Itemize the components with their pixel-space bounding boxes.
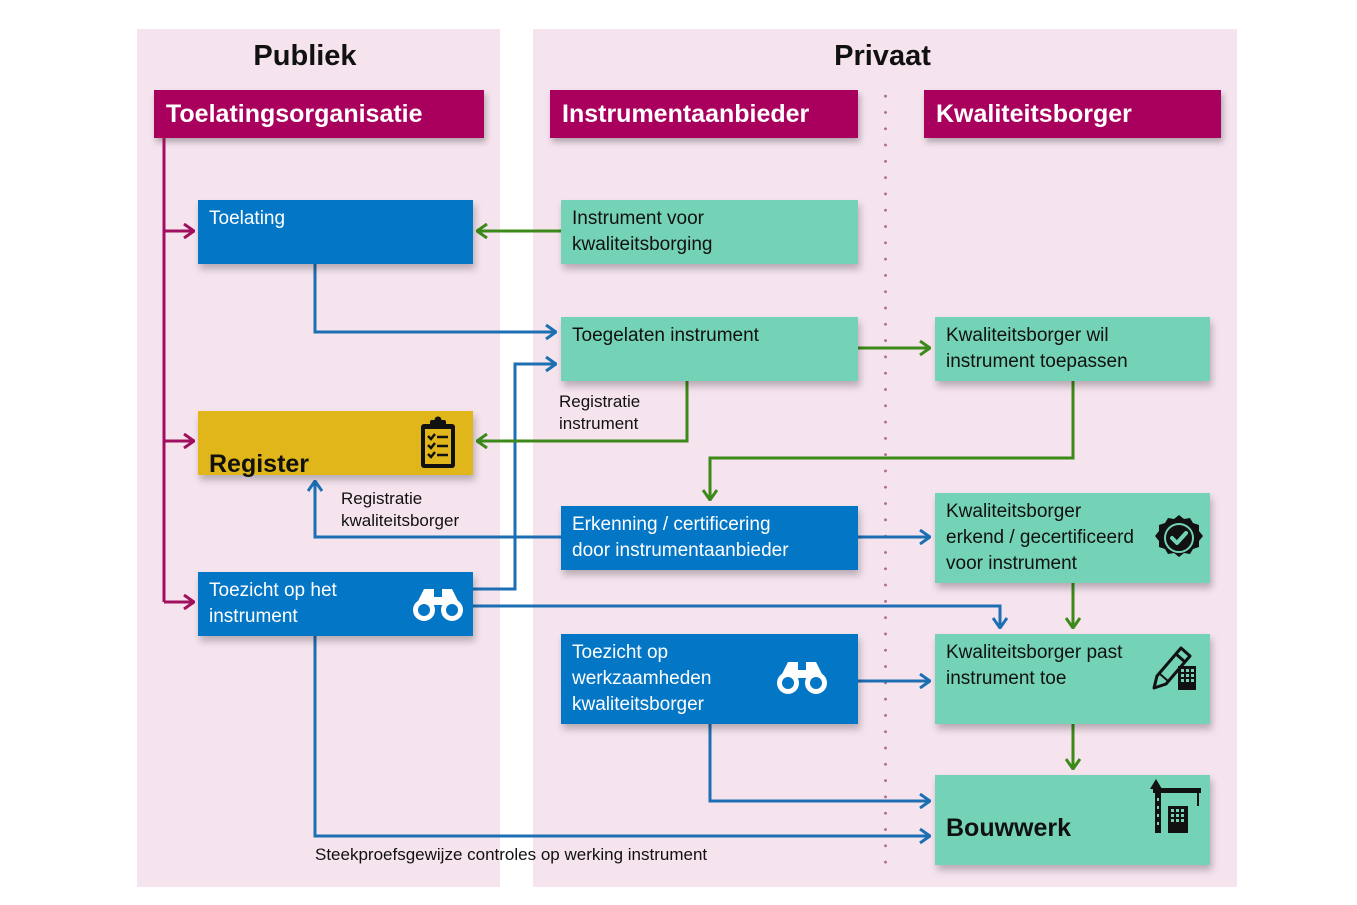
box-toelating: Toelating [198,200,473,264]
label-registratie-kwaliteitsborger: Registratie kwaliteitsborger [341,489,460,530]
pencil-building-icon [1152,646,1196,690]
box-register-label: Register [209,450,310,478]
binoculars-icon [777,662,827,694]
header-instrumentaanbieder: Instrumentaanbieder [550,90,858,138]
box-bouwwerk-label: Bouwwerk [946,814,1072,842]
box-kwaliteitsborger-past-toe: Kwaliteitsborger past instrument toe [935,634,1210,724]
certified-badge-icon [1155,515,1203,557]
box-toegelaten-instrument: Toegelaten instrument [561,317,858,381]
label-steekproefsgewijze-controles: Steekproefsgewijze controles op werking … [315,845,708,864]
box-erkenning-certificering: Erkenning / certificering door instrumen… [561,506,858,570]
column-title-public: Publiek [253,40,357,72]
column-title-private: Privaat [834,40,931,72]
box-kwaliteitsborger-wil: Kwaliteitsborger wil instrument toepasse… [935,317,1210,381]
box-kwaliteitsborger-erkend: Kwaliteitsborger erkend / gecertificeerd… [935,493,1210,583]
header-kwaliteitsborger: Kwaliteitsborger [924,90,1221,138]
private-divider-dotted-line [884,88,887,873]
crane-building-icon [1150,779,1201,833]
label-registratie-instrument: Registratie instrument [559,392,641,433]
clipboard-checklist-icon [421,416,455,468]
box-toezicht-instrument: Toezicht op het instrument [198,572,473,636]
binoculars-icon [413,589,463,621]
header-toelatingsorganisatie: Toelatingsorganisatie [154,90,484,138]
box-instrument-voor-kwaliteitsborging: Instrument voor kwaliteitsborging [561,200,858,264]
